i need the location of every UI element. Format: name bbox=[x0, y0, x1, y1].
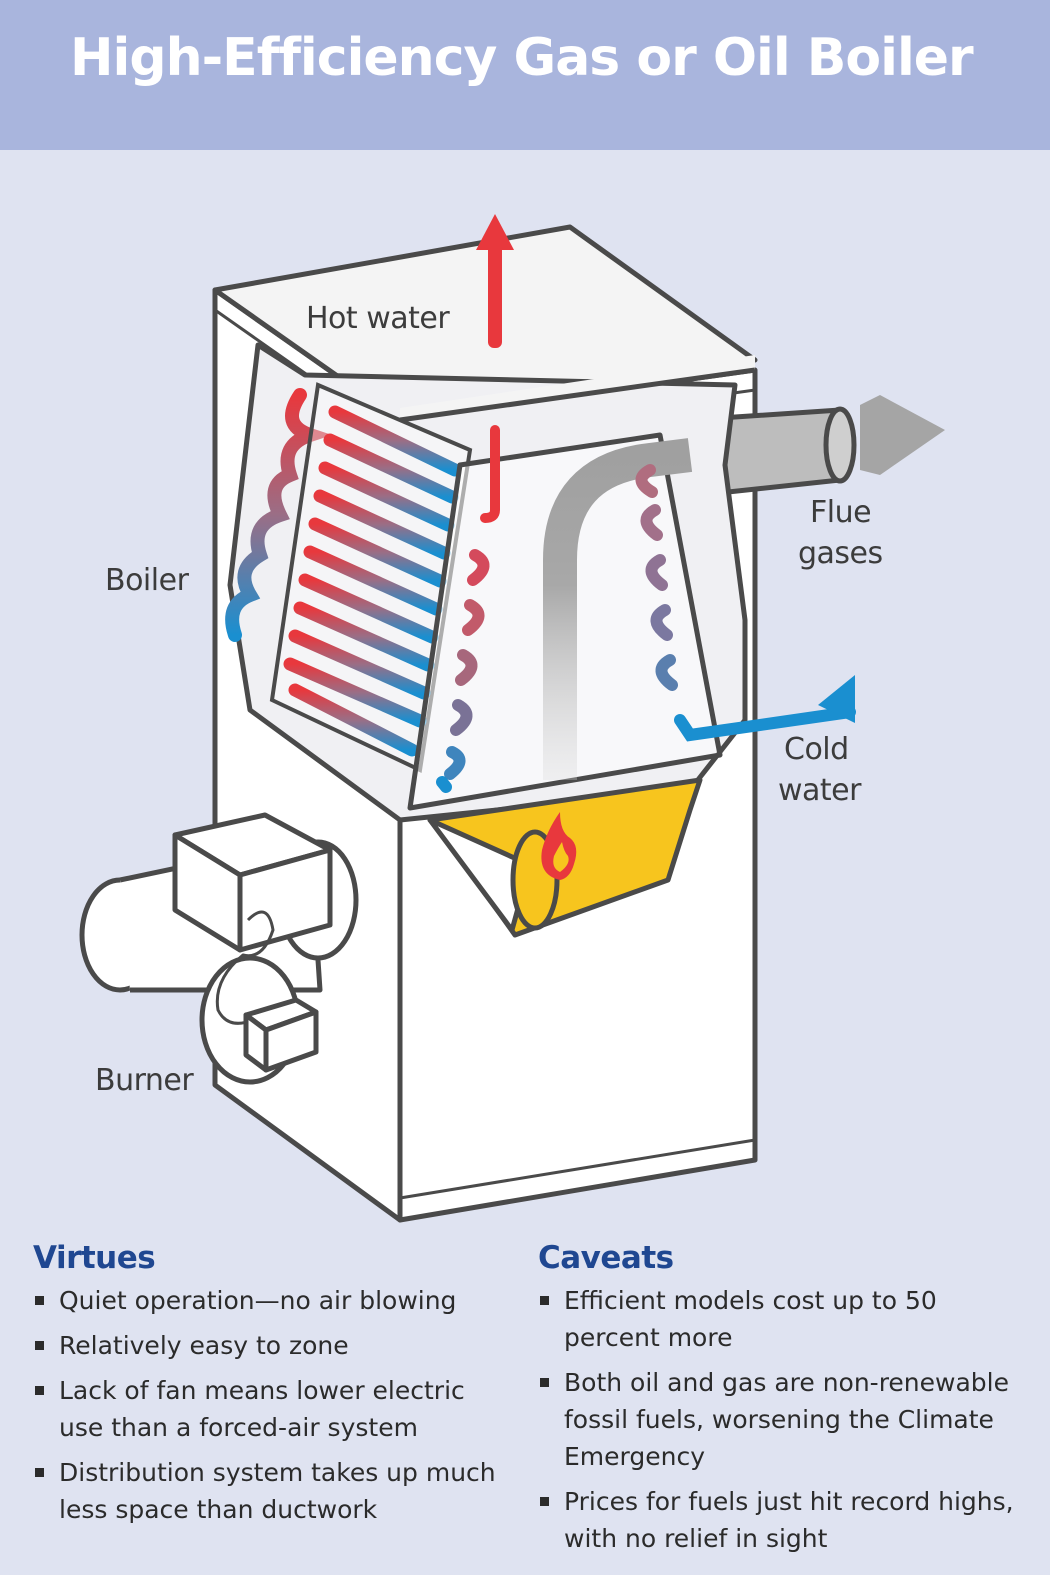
bullet-icon bbox=[35, 1468, 44, 1477]
list-item: Efficient models cost up to 50 percent m… bbox=[538, 1282, 1018, 1356]
list-item: Lack of fan means lower electric use tha… bbox=[33, 1372, 503, 1446]
hot-water-pipe bbox=[480, 425, 500, 523]
bullet-icon bbox=[540, 1296, 549, 1305]
boiler-diagram bbox=[79, 214, 945, 1223]
bullet-icon bbox=[35, 1341, 44, 1350]
bullet-icon bbox=[540, 1378, 549, 1387]
list-item: Quiet operation—no air blowing bbox=[33, 1282, 503, 1319]
list-item: Both oil and gas are non-renewable fossi… bbox=[538, 1364, 1018, 1475]
bullet-icon bbox=[35, 1296, 44, 1305]
title-banner: High-Efficiency Gas or Oil Boiler bbox=[0, 0, 1050, 150]
label-boiler: Boiler bbox=[105, 563, 189, 598]
bullet-icon bbox=[35, 1386, 44, 1395]
list-item: Prices for fuels just hit record highs, … bbox=[538, 1483, 1018, 1557]
virtues-section: Virtues Quiet operation—no air blowing R… bbox=[33, 1240, 503, 1536]
label-flue-line1: Flue bbox=[810, 495, 872, 530]
label-hot-water: Hot water bbox=[306, 301, 450, 336]
combustion-chamber bbox=[427, 777, 703, 938]
caveats-heading: Caveats bbox=[538, 1240, 674, 1276]
flue-gas-stream bbox=[543, 438, 693, 780]
caveats-list: Efficient models cost up to 50 percent m… bbox=[538, 1282, 1018, 1557]
cold-water-arrow bbox=[818, 675, 855, 723]
label-flue-line2: gases bbox=[798, 536, 883, 571]
label-burner: Burner bbox=[95, 1063, 194, 1098]
virtues-heading: Virtues bbox=[33, 1240, 156, 1276]
diagonal-coil-tubes bbox=[283, 405, 462, 757]
burner-unit bbox=[79, 812, 359, 1085]
list-item: Relatively easy to zone bbox=[33, 1327, 503, 1364]
label-cold-line2: water bbox=[778, 773, 861, 808]
virtues-list: Quiet operation—no air blowing Relativel… bbox=[33, 1282, 503, 1528]
caveats-section: Caveats Efficient models cost up to 50 p… bbox=[538, 1240, 1018, 1565]
hot-water-arrow bbox=[476, 214, 514, 348]
bullet-icon bbox=[540, 1497, 549, 1506]
page-title: High-Efficiency Gas or Oil Boiler bbox=[70, 28, 974, 88]
list-item: Distribution system takes up much less s… bbox=[33, 1454, 503, 1528]
front-coil-segments bbox=[436, 464, 856, 793]
label-cold-line1: Cold bbox=[784, 732, 849, 767]
